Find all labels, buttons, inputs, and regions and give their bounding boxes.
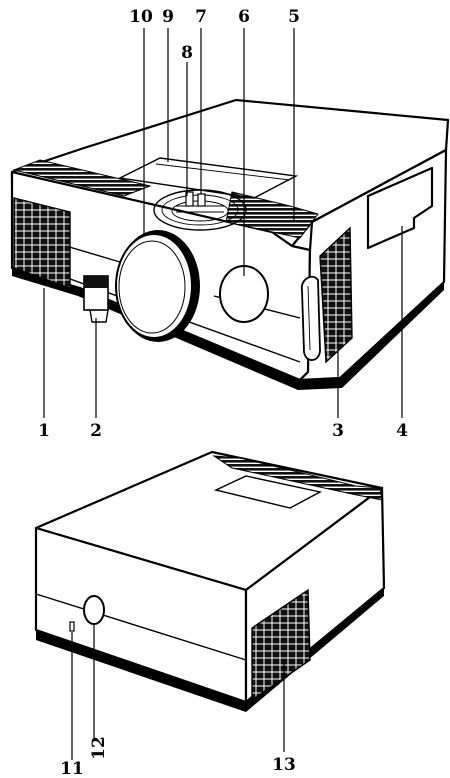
air-intake-grille-front xyxy=(13,197,71,289)
air-intake-grille-rear xyxy=(251,588,311,702)
callout-1: 1 xyxy=(38,421,50,441)
top-vent-left xyxy=(12,159,152,197)
ventilation-grille-top xyxy=(225,191,319,239)
top-panel xyxy=(117,157,299,199)
projector-rear-view xyxy=(34,450,386,712)
callout-4: 4 xyxy=(396,421,408,441)
callout-5: 5 xyxy=(288,7,300,27)
callout-7: 7 xyxy=(195,7,207,27)
focus-zoom-rings xyxy=(153,189,247,231)
callout-12: 12 xyxy=(89,736,109,760)
callout-2: 2 xyxy=(90,421,102,441)
side-grille-handle xyxy=(300,226,353,364)
callout-numbers: 1 2 3 4 5 6 7 8 9 10 11 12 13 xyxy=(38,7,408,778)
leader-lines xyxy=(43,28,403,760)
callout-3: 3 xyxy=(332,421,344,441)
callout-13: 13 xyxy=(272,755,296,775)
terminal-panel xyxy=(366,166,434,250)
rear-top-panel xyxy=(213,475,323,509)
callout-10: 10 xyxy=(129,7,153,27)
remote-sensor-rear xyxy=(83,595,105,625)
callout-6: 6 xyxy=(238,7,250,27)
security-slot xyxy=(69,621,75,632)
foot-adjuster xyxy=(83,275,109,323)
callout-8: 8 xyxy=(181,43,193,63)
rear-top-vent xyxy=(212,455,383,501)
callout-11: 11 xyxy=(60,759,84,778)
projection-lens xyxy=(115,230,200,342)
focus-lever xyxy=(197,193,206,207)
callout-9: 9 xyxy=(162,7,174,27)
projector-front-view xyxy=(10,98,450,390)
zoom-lever xyxy=(185,191,194,207)
